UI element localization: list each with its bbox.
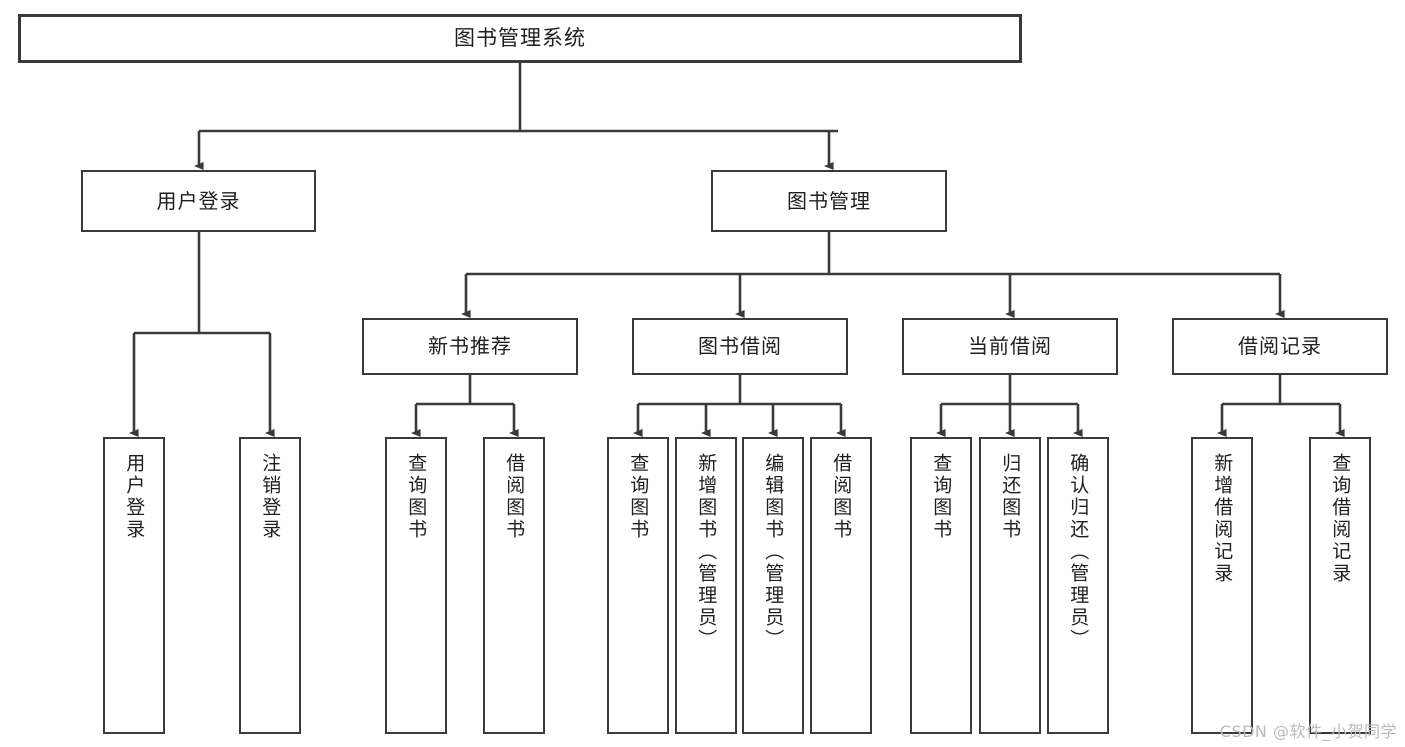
node-book-borrow[interactable]: 图书借阅 (632, 318, 848, 375)
leaf-borrow-record-query[interactable]: 查询借阅记录 (1309, 437, 1371, 734)
leaf-book-borrow-edit[interactable]: 编辑图书（管理员） (742, 437, 804, 734)
leaf-label: 新增借阅记录 (1211, 453, 1234, 585)
node-user-login[interactable]: 用户登录 (81, 170, 316, 232)
leaf-user-login-login[interactable]: 用户登录 (103, 437, 165, 734)
leaf-new-book-query[interactable]: 查询图书 (385, 437, 447, 734)
node-root-label: 图书管理系统 (454, 26, 586, 51)
leaf-current-borrow-confirm-return[interactable]: 确认归还（管理员） (1047, 437, 1109, 734)
csdn-watermark: CSDN @软件_小贺同学 (1219, 722, 1397, 741)
node-current-borrow-label: 当前借阅 (968, 334, 1052, 358)
node-borrow-record[interactable]: 借阅记录 (1172, 318, 1388, 375)
node-user-login-label: 用户登录 (156, 188, 241, 213)
leaf-label: 注销登录 (259, 453, 282, 541)
node-new-book-recommend[interactable]: 新书推荐 (362, 318, 578, 375)
leaf-label: 用户登录 (123, 453, 146, 541)
leaf-new-book-borrow[interactable]: 借阅图书 (483, 437, 545, 734)
leaf-label: 查询借阅记录 (1329, 453, 1352, 585)
node-book-borrow-label: 图书借阅 (698, 334, 782, 358)
leaf-current-borrow-return[interactable]: 归还图书 (979, 437, 1041, 734)
node-book-manage-label: 图书管理 (787, 188, 871, 213)
node-current-borrow[interactable]: 当前借阅 (902, 318, 1118, 375)
leaf-label: 查询图书 (405, 453, 428, 541)
leaf-label: 新增图书（管理员） (695, 453, 718, 651)
leaf-label: 查询图书 (930, 453, 953, 541)
node-root[interactable]: 图书管理系统 (18, 14, 1022, 63)
leaf-current-borrow-query[interactable]: 查询图书 (910, 437, 972, 734)
leaf-borrow-record-add[interactable]: 新增借阅记录 (1191, 437, 1253, 734)
leaf-book-borrow-add[interactable]: 新增图书（管理员） (675, 437, 737, 734)
leaf-user-login-logout[interactable]: 注销登录 (239, 437, 301, 734)
leaf-label: 查询图书 (627, 453, 650, 541)
leaf-book-borrow-query[interactable]: 查询图书 (607, 437, 669, 734)
leaf-label: 借阅图书 (830, 453, 853, 541)
leaf-label: 确认归还（管理员） (1067, 453, 1090, 651)
leaf-label: 编辑图书（管理员） (762, 453, 785, 651)
leaf-book-borrow-borrow[interactable]: 借阅图书 (810, 437, 872, 734)
node-borrow-record-label: 借阅记录 (1238, 334, 1322, 358)
node-book-manage[interactable]: 图书管理 (711, 170, 947, 232)
leaf-label: 借阅图书 (503, 453, 526, 541)
node-new-book-recommend-label: 新书推荐 (428, 334, 512, 358)
leaf-label: 归还图书 (999, 453, 1022, 541)
